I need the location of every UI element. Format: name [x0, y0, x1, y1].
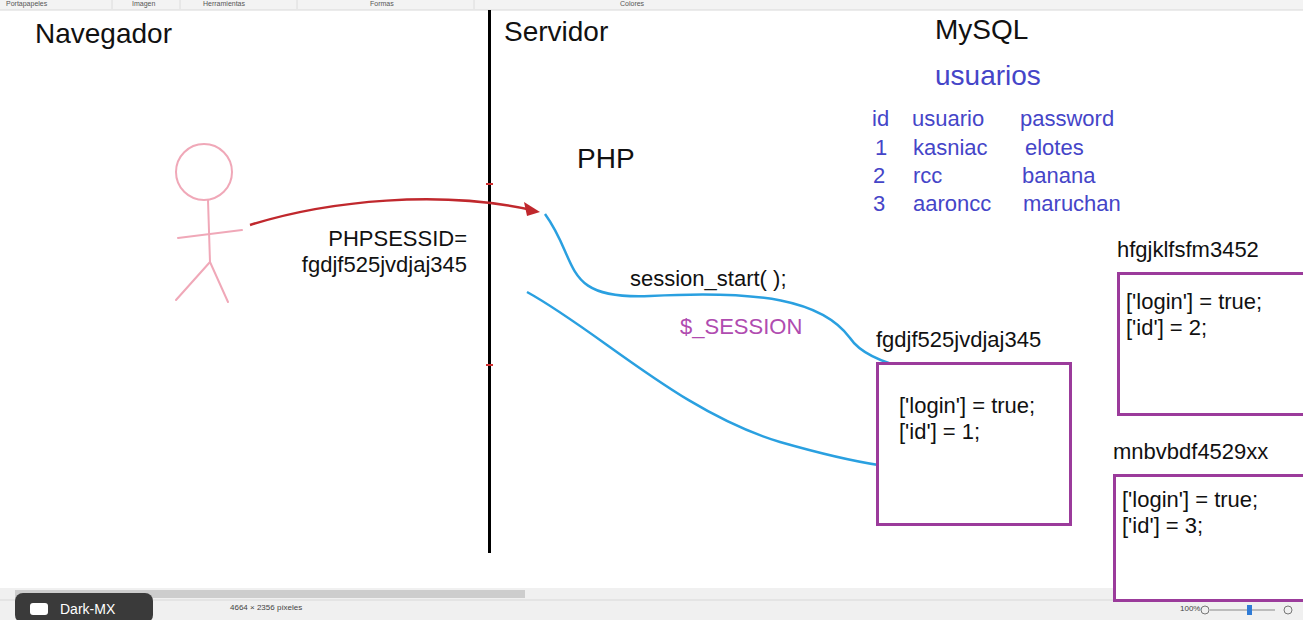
variable-label: $_SESSION — [680, 314, 802, 339]
table-cell: 1 — [875, 135, 887, 160]
table-cell: banana — [1022, 163, 1095, 188]
table-cell: 3 — [873, 191, 885, 216]
tick-mark — [486, 183, 493, 185]
table-cell: kasniac — [913, 135, 988, 160]
request-arrow — [250, 199, 532, 225]
zoom-out — [1201, 606, 1209, 614]
divider-line — [488, 10, 491, 553]
table-cell: rcc — [913, 163, 942, 188]
scrollbar-track — [0, 588, 1303, 600]
session-data: ['login'] = true; ['id'] = 1; — [899, 393, 1069, 446]
user-pill — [15, 593, 153, 620]
toolbar-label: Colores — [620, 0, 644, 8]
table-cell: elotes — [1025, 135, 1084, 160]
session-box: mnbvbdf4529xx ['login'] = true; ['id'] = … — [1113, 439, 1303, 602]
stick-figure — [176, 144, 242, 302]
session-id: mnbvbdf4529xx — [1113, 439, 1303, 464]
tick-mark — [486, 364, 493, 366]
toolbar-label: Imagen — [132, 0, 155, 8]
session-data: ['login'] = true; ['id'] = 3; — [1122, 487, 1292, 540]
cookie-label: PHPSESSID= fgdjf525jvdjaj345 — [262, 226, 467, 279]
table-cell: maruchan — [1023, 191, 1121, 216]
toolbar-border — [0, 10, 1303, 11]
status-border — [0, 600, 1303, 601]
zoom-level: 100% — [1180, 604, 1200, 613]
column-title: MySQL — [935, 14, 1028, 46]
session-id: hfgjklfsfm3452 — [1117, 237, 1303, 262]
table-cell: 2 — [873, 163, 885, 188]
image-size: 4664 × 2356 píxeles — [230, 603, 302, 612]
chat-icon — [30, 603, 48, 615]
table-cell: aaroncc — [913, 191, 991, 216]
user-name: Dark-MX — [60, 601, 115, 617]
arrow-head — [524, 202, 540, 216]
section-title: PHP — [577, 143, 635, 175]
session-data: ['login'] = true; ['id'] = 2; — [1126, 289, 1296, 342]
zoom-slider — [1210, 610, 1275, 611]
status-bar — [0, 600, 1303, 620]
table-header: usuario — [912, 106, 984, 131]
function-label: session_start( ); — [630, 266, 787, 291]
zoom-in — [1284, 606, 1292, 614]
toolbar-label: Portapapeles — [6, 0, 47, 8]
toolbar-label: Herramientas — [203, 0, 245, 8]
session-box: fgdjf525jvdjaj345 ['login'] = true; ['id'… — [876, 327, 1072, 526]
toolbar-separators — [112, 0, 474, 9]
table-title: usuarios — [935, 60, 1041, 92]
column-title: Navegador — [35, 18, 172, 50]
session-id: fgdjf525jvdjaj345 — [876, 327, 1072, 352]
session-frame: ['login'] = true; ['id'] = 2; — [1117, 272, 1303, 416]
table-header: id — [872, 106, 889, 131]
session-frame: ['login'] = true; ['id'] = 3; — [1113, 474, 1303, 602]
column-title: Servidor — [504, 16, 608, 48]
toolbar-strip — [0, 0, 1303, 10]
table-header: password — [1020, 106, 1114, 131]
toolbar-label: Formas — [370, 0, 394, 8]
session-box: hfgjklfsfm3452 ['login'] = true; ['id'] =… — [1117, 237, 1303, 416]
session-frame: ['login'] = true; ['id'] = 1; — [876, 362, 1072, 526]
zoom-thumb — [1247, 605, 1252, 615]
